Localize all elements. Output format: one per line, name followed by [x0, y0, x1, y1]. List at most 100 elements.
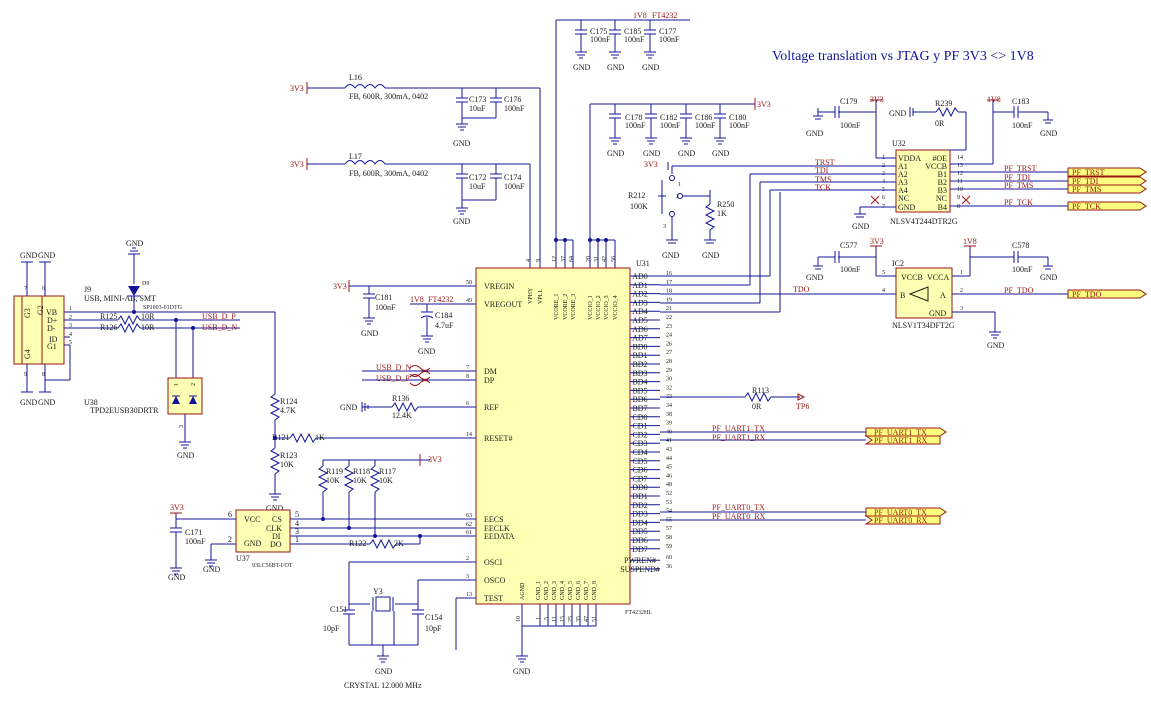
svg-text:GND: GND	[203, 565, 221, 574]
u31-pin-number: 28	[666, 359, 672, 365]
c186-ref: C186	[695, 113, 712, 122]
ic2-body	[895, 267, 953, 319]
svg-text:2K: 2K	[394, 539, 404, 548]
svg-text:PF_TCK: PF_TCK	[1004, 198, 1033, 207]
vcore-decoupling: 1V8 FT4232 C175 100nF C185 100nF C177 10…	[555, 11, 690, 240]
svg-text:GND_2: GND_2	[544, 581, 550, 600]
u32-pin-name: B1	[938, 170, 947, 179]
u31-pin-name: CD5	[632, 457, 647, 466]
svg-text:GND: GND	[643, 149, 661, 158]
svg-text:VCCIO_3: VCCIO_3	[604, 295, 610, 320]
svg-text:10K: 10K	[326, 476, 340, 485]
svg-text:TDI: TDI	[815, 166, 829, 175]
net-1v8-label: 1V8	[633, 11, 647, 20]
svg-text:PF_UART0_TX: PF_UART0_TX	[712, 503, 765, 512]
svg-text:GND: GND	[678, 149, 696, 158]
u31-pin-name: AD6	[632, 325, 648, 334]
u32-pin-number: 11	[957, 179, 963, 185]
u31-pin-number: 46	[666, 473, 672, 479]
u31-pin-name: EECLK	[484, 524, 510, 533]
svg-text:C183: C183	[1012, 97, 1029, 106]
u32-pin-number: 13	[957, 163, 963, 169]
svg-text:PF_TDI: PF_TDI	[1004, 173, 1031, 182]
l17-value: FB, 600R, 300mA, 0402	[349, 169, 428, 178]
c173-ref: C173	[469, 95, 486, 104]
svg-text:10pF: 10pF	[425, 624, 442, 633]
u31-pin-name: DD5	[632, 527, 648, 536]
svg-text:56: 56	[611, 256, 617, 262]
svg-text:5: 5	[69, 340, 72, 346]
svg-text:ID: ID	[49, 335, 58, 344]
svg-text:C181: C181	[375, 293, 392, 302]
svg-text:VCCIO_1: VCCIO_1	[588, 295, 594, 320]
svg-text:GND: GND	[806, 273, 824, 282]
l16-ref: L16	[349, 73, 362, 82]
jtag-routing: TRST TDI TMS TCK TDO 3V3 1 2 3 R212 100K	[628, 158, 896, 313]
svg-text:4.7uF: 4.7uF	[435, 321, 454, 330]
svg-text:35: 35	[576, 616, 582, 622]
svg-text:NLSV4T244DTR2G: NLSV4T244DTR2G	[890, 217, 958, 226]
svg-text:9: 9	[536, 259, 542, 262]
u31-pin-number: 26	[666, 341, 672, 347]
u31-pin-name: BD4	[632, 378, 647, 387]
svg-text:4: 4	[882, 288, 885, 294]
svg-text:PF_TCK: PF_TCK	[1072, 202, 1101, 211]
u31-pin-name: OSCO	[484, 576, 506, 585]
svg-text:GND: GND	[929, 309, 947, 318]
tp6-branch: R113 0R TP6	[660, 386, 809, 411]
svg-text:1: 1	[69, 306, 72, 312]
svg-text:3: 3	[69, 323, 72, 329]
svg-text:4: 4	[295, 519, 299, 528]
u31-pin-name: BD1	[632, 351, 647, 360]
svg-text:PF_UART1_RX: PF_UART1_RX	[874, 436, 928, 445]
svg-text:1: 1	[295, 535, 299, 544]
u31-pin-name: DM	[484, 367, 497, 376]
svg-text:A: A	[940, 291, 946, 300]
svg-text:USB_D_N: USB_D_N	[376, 363, 411, 372]
svg-text:PF_TDO: PF_TDO	[1072, 290, 1102, 299]
u31-pin-name: DD7	[632, 545, 648, 554]
u31-pin-name: CD4	[632, 448, 647, 457]
svg-text:PF_UART1_TX: PF_UART1_TX	[874, 428, 927, 437]
port-pf-uart0-rx	[864, 515, 941, 525]
ref-resistor-r136: GND R136 12.4K	[340, 394, 476, 420]
net-3v3-label: 3V3	[290, 84, 304, 93]
u31-pin-name: TEST	[484, 594, 503, 603]
svg-text:31: 31	[594, 256, 600, 262]
d9-diode	[128, 286, 140, 296]
c185-value: 100nF	[624, 35, 645, 44]
svg-text:3: 3	[179, 425, 185, 428]
vreg-section: 3V3 C181 100nF GND 1V8 FT4232 C184 4.7uF…	[333, 280, 476, 356]
u31-pin-number: 53	[666, 500, 672, 506]
u32-pin-name: B3	[938, 186, 947, 195]
svg-text:1V8: 1V8	[410, 295, 424, 304]
gnd-label: GND	[453, 139, 471, 148]
u32-pin-name: NC	[898, 194, 909, 203]
svg-text:100nF: 100nF	[1012, 121, 1033, 130]
u31-pin-name: OSCI	[484, 558, 503, 567]
u31-pin-number: 22	[666, 315, 672, 321]
svg-text:C171: C171	[185, 528, 202, 537]
u31-pin-name: AD5	[632, 316, 648, 325]
svg-text:NLSV1T34DFT2G: NLSV1T34DFT2G	[892, 321, 955, 330]
u31-pin-number: 29	[666, 368, 672, 374]
svg-text:3: 3	[663, 224, 666, 230]
svg-text:GND: GND	[418, 347, 436, 356]
svg-text:20: 20	[586, 256, 592, 262]
svg-text:USB, MINI-AB, SMT: USB, MINI-AB, SMT	[84, 294, 156, 303]
svg-text:7: 7	[24, 286, 27, 292]
u31-pin-name: DP	[484, 376, 495, 385]
svg-text:6: 6	[228, 510, 232, 519]
u31-pin-name: PWREN#	[624, 556, 656, 565]
svg-text:D-: D-	[47, 324, 56, 333]
svg-text:10R: 10R	[141, 323, 155, 332]
svg-text:C577: C577	[840, 241, 857, 250]
svg-text:SP1003-01DTG: SP1003-01DTG	[143, 305, 183, 311]
svg-text:GND: GND	[38, 251, 56, 260]
pf-jtag-ports: PF_TRST PF_TDI PF_TMS PF_TCK PF_TRST PF_…	[950, 164, 1147, 211]
u31-pin-number: 57	[666, 526, 672, 532]
svg-text:D9: D9	[142, 281, 149, 287]
c175-ref: C175	[590, 27, 607, 36]
u31-pin-number: 49	[466, 298, 472, 304]
